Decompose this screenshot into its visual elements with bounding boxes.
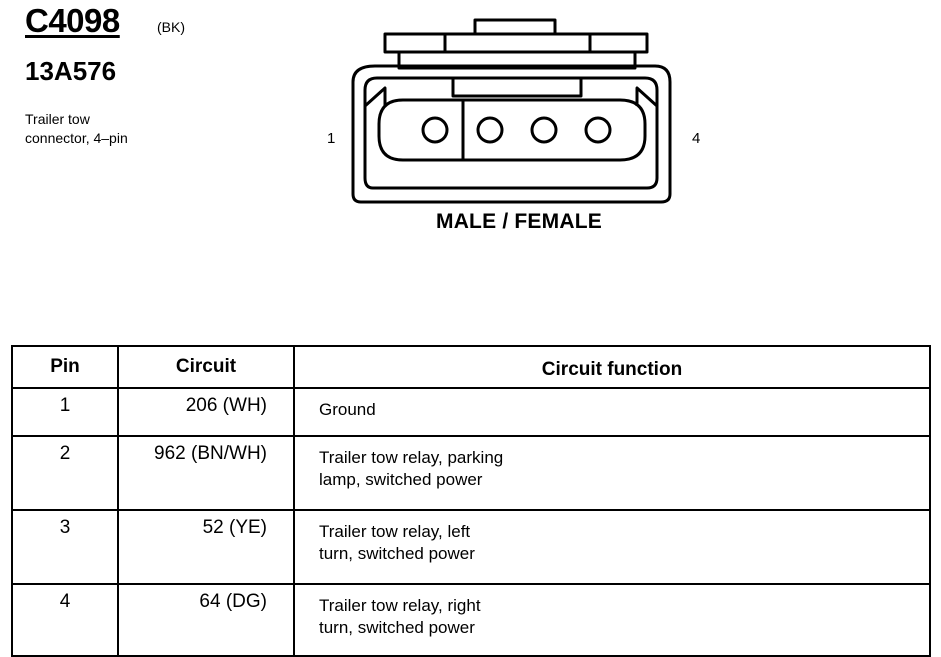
circuit-cell: 962 (BN/WH): [117, 435, 295, 511]
pin-label-right: 4: [692, 130, 701, 147]
function-line: Trailer tow relay, right: [319, 596, 481, 615]
connector-description: Trailer tow connector, 4–pin: [25, 110, 128, 148]
shoulder: [397, 50, 637, 70]
pin-3-socket: [530, 116, 558, 144]
circuit-cell: 52 (YE): [117, 509, 295, 585]
table-row: 3 52 (YE) Trailer tow relay, left turn, …: [11, 509, 931, 585]
pin-4-socket: [584, 116, 612, 144]
connector-id: C4098: [25, 2, 120, 39]
circuit-cell: 64 (DG): [117, 583, 295, 657]
latch-tab: [473, 18, 557, 36]
inner-housing: [363, 76, 659, 190]
function-line: turn, switched power: [319, 618, 475, 637]
description-line: Trailer tow: [25, 111, 90, 127]
header-circuit: Circuit: [117, 345, 295, 389]
table-row: 1 206 (WH) Ground: [11, 387, 931, 437]
top-ledge: [383, 32, 649, 54]
circuit-cell: 206 (WH): [117, 387, 295, 437]
table-row: 4 64 (DG) Trailer tow relay, right turn,…: [11, 583, 931, 657]
connector-diagram: [351, 18, 672, 204]
pin-cell: 2: [11, 435, 119, 511]
function-cell: Trailer tow relay, parking lamp, switche…: [293, 435, 931, 511]
function-line: Ground: [319, 400, 376, 419]
gender-label: MALE / FEMALE: [436, 210, 602, 233]
part-number: 13A576: [25, 56, 117, 86]
pin-table: Pin Circuit Circuit function 1 206 (WH) …: [11, 345, 931, 657]
function-cell: Ground: [293, 387, 931, 437]
function-line: Trailer tow relay, parking: [319, 448, 504, 467]
pin-label-left: 1: [327, 130, 336, 147]
outer-housing: [351, 64, 672, 204]
connector-color-code: (BK): [157, 19, 185, 35]
function-cell: Trailer tow relay, left turn, switched p…: [293, 509, 931, 585]
pin-2-socket: [476, 116, 504, 144]
pin-cell: 1: [11, 387, 119, 437]
pin-1-socket: [421, 116, 449, 144]
pin-cell: 4: [11, 583, 119, 657]
pin-cell: 3: [11, 509, 119, 585]
header-circuit-function: Circuit function: [293, 345, 931, 389]
header-pin: Pin: [11, 345, 119, 389]
function-line: Trailer tow relay, left: [319, 522, 471, 541]
function-line: turn, switched power: [319, 544, 475, 563]
function-line: lamp, switched power: [319, 470, 483, 489]
pin-cavity: [377, 98, 647, 162]
function-cell: Trailer tow relay, right turn, switched …: [293, 583, 931, 657]
table-header-row: Pin Circuit Circuit function: [11, 345, 931, 389]
keying-bar: [451, 76, 583, 98]
description-line: connector, 4–pin: [25, 130, 128, 146]
table-row: 2 962 (BN/WH) Trailer tow relay, parking…: [11, 435, 931, 511]
